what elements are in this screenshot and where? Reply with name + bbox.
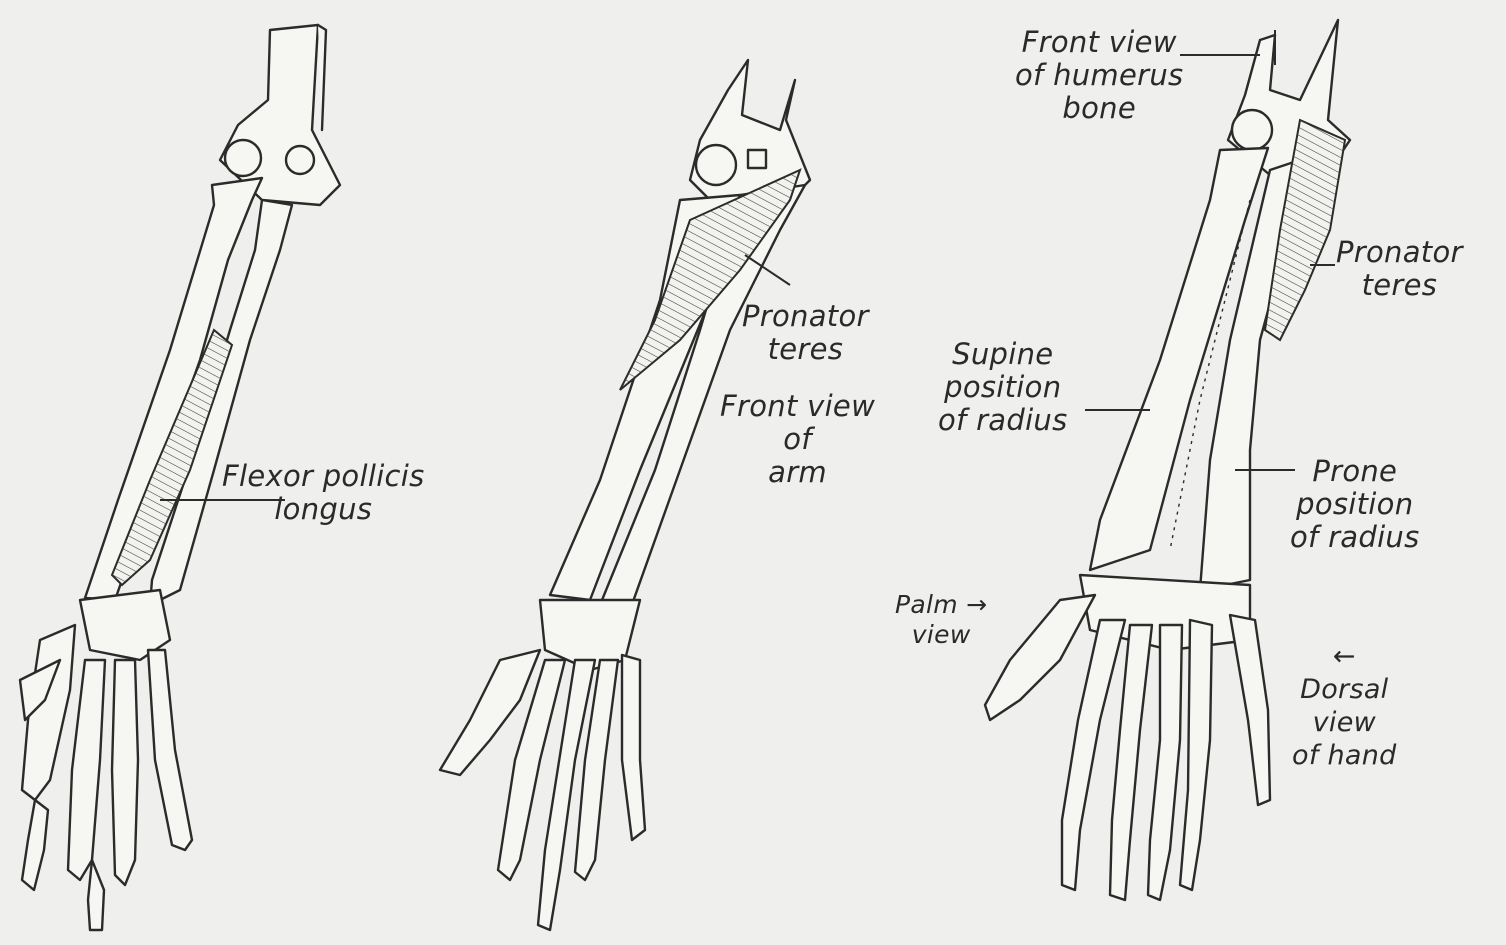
label-palm-view: Palm → view [895,590,987,650]
label-dorsal-view-of-hand: ← Dorsal view of hand [1292,640,1397,772]
label-prone-position-of-radius: Prone position of radius [1290,455,1420,554]
label-front-view-of-arm: Front view of arm [720,390,875,489]
label-front-view-of-humerus: Front view of humerus bone [1015,26,1183,125]
forearm-middle-pronator [440,60,810,930]
label-supine-position-of-radius: Supine position of radius [938,338,1068,437]
label-pronator-teres-right: Pronator teres [1336,236,1463,302]
label-pronator-teres-middle: Pronator teres [742,300,869,366]
label-flexor-pollicis-longus: Flexor pollicis longus [222,460,425,526]
